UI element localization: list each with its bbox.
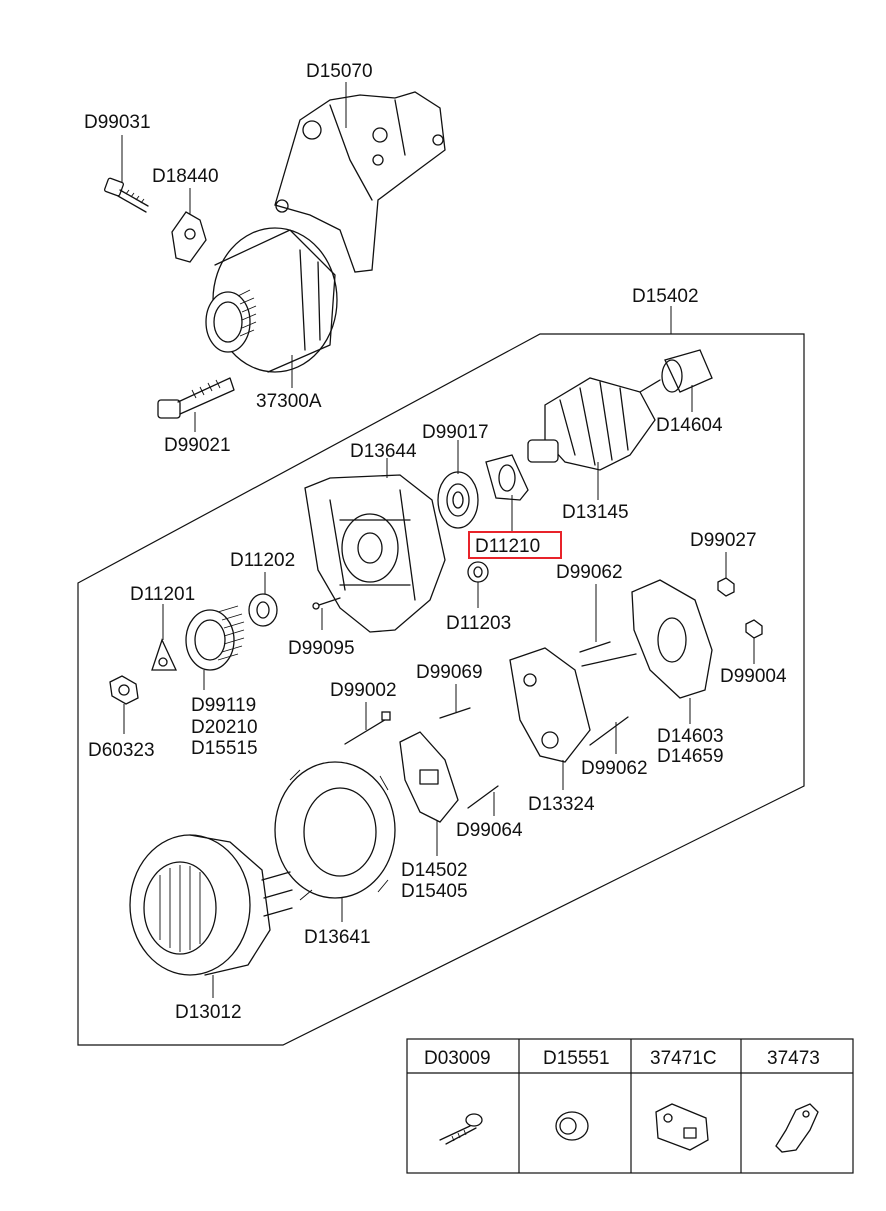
nut-d99004-part bbox=[745, 619, 763, 639]
alternator-assembly-part bbox=[205, 227, 338, 373]
label-d60323: D60323 bbox=[88, 740, 155, 761]
label-d20210: D20210 bbox=[191, 717, 258, 738]
label-d99027: D99027 bbox=[690, 530, 757, 551]
spacer-d11202-part bbox=[248, 593, 278, 627]
label-d11201: D11201 bbox=[130, 584, 195, 605]
collar-d11203-part bbox=[467, 561, 489, 583]
legend-screw-part bbox=[439, 1113, 483, 1145]
legend-bracket-part bbox=[775, 1103, 819, 1153]
label-37300a: 37300A bbox=[256, 391, 322, 412]
label-d11203: D11203 bbox=[446, 613, 511, 634]
label-d14604: D14604 bbox=[656, 415, 723, 436]
front-housing-d13644-part bbox=[304, 474, 446, 633]
highlight-box bbox=[468, 531, 562, 559]
plate-d11210-part bbox=[485, 454, 529, 501]
rectifier-d13324-part bbox=[509, 647, 591, 763]
label-d13324: D13324 bbox=[528, 794, 595, 815]
cap-d14604-part bbox=[661, 349, 713, 393]
pulley-d99119-part bbox=[185, 605, 245, 671]
label-d13012: D13012 bbox=[175, 1002, 242, 1023]
label-d99064: D99064 bbox=[456, 820, 523, 841]
screw-d99069-part bbox=[439, 707, 471, 719]
plate-d18440-part bbox=[171, 211, 207, 263]
label-d99017: D99017 bbox=[422, 422, 489, 443]
label-d13145: D13145 bbox=[562, 502, 629, 523]
label-d18440: D18440 bbox=[152, 166, 219, 187]
label-d99062-upper: D99062 bbox=[556, 562, 623, 583]
label-d99031: D99031 bbox=[84, 112, 151, 133]
label-d99119: D99119 bbox=[191, 695, 256, 716]
screw-d99064-part bbox=[467, 785, 499, 809]
leader-lines bbox=[121, 82, 755, 998]
label-d14502: D14502 bbox=[401, 860, 468, 881]
legend-col-1: D03009 bbox=[424, 1048, 491, 1069]
legend-ring-part bbox=[555, 1111, 589, 1141]
bolts-d99062-part bbox=[579, 641, 637, 746]
label-d15070: D15070 bbox=[306, 61, 373, 82]
legend-table: D03009 D15551 37471C 37473 bbox=[406, 1038, 854, 1174]
label-d99062-lower: D99062 bbox=[581, 758, 648, 779]
bracket-part bbox=[274, 91, 446, 273]
rear-cover-d14603-part bbox=[631, 579, 713, 699]
label-d14603: D14603 bbox=[657, 726, 724, 747]
label-d99069: D99069 bbox=[416, 662, 483, 683]
assembly-frame bbox=[77, 333, 805, 1046]
housing-d13012-part bbox=[129, 834, 293, 976]
legend-col-3: 37471C bbox=[650, 1048, 717, 1069]
screw-d99095-part bbox=[312, 597, 341, 610]
bolt-d99021-part bbox=[157, 377, 235, 419]
label-d99021: D99021 bbox=[164, 435, 231, 456]
label-d99095: D99095 bbox=[288, 638, 355, 659]
legend-connector-part bbox=[655, 1103, 709, 1151]
washer-d11201-part bbox=[151, 638, 178, 671]
legend-col-4: 37473 bbox=[767, 1048, 820, 1069]
label-d13641: D13641 bbox=[304, 927, 371, 948]
label-d11210[interactable]: D11210 bbox=[475, 536, 540, 557]
nut-d99027-part bbox=[717, 577, 735, 597]
stator-d13641-part bbox=[274, 761, 396, 901]
rotor-d13145-part bbox=[527, 377, 661, 471]
bearing-d99017-part bbox=[437, 471, 479, 529]
label-d14659: D14659 bbox=[657, 746, 724, 767]
label-d15405: D15405 bbox=[401, 881, 468, 902]
label-d15515: D15515 bbox=[191, 738, 258, 759]
label-d15402: D15402 bbox=[632, 286, 699, 307]
screw-d99002-part bbox=[344, 711, 391, 745]
label-d13644: D13644 bbox=[350, 441, 417, 462]
label-d99004: D99004 bbox=[720, 666, 787, 687]
bolt-d99031-part bbox=[104, 177, 149, 213]
legend-col-2: D15551 bbox=[543, 1048, 610, 1069]
label-d99002: D99002 bbox=[330, 680, 397, 701]
regulator-d14502-part bbox=[399, 731, 459, 823]
label-d11202: D11202 bbox=[230, 550, 295, 571]
nut-d60323-part bbox=[109, 675, 139, 705]
